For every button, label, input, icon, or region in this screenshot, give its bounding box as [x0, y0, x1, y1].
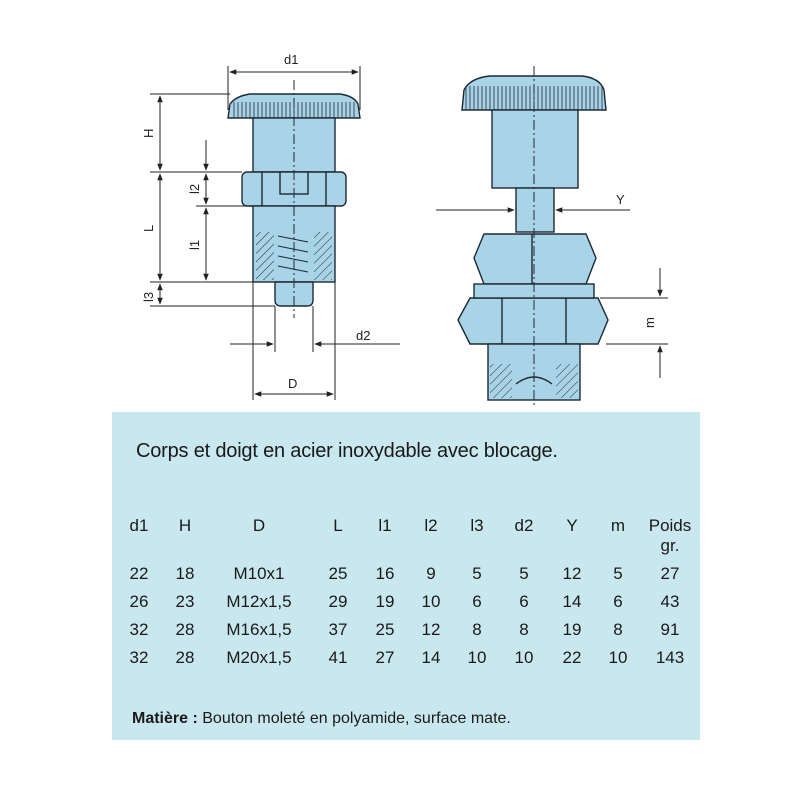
cell-D: M16x1,5 — [226, 620, 292, 639]
label-L: L — [141, 225, 156, 232]
header-l2: l2 — [424, 516, 438, 535]
header-Y: Y — [566, 516, 578, 535]
cell-Y: 12 — [562, 564, 582, 583]
cell-Y: 22 — [562, 648, 582, 667]
right-dimension-labels: Y m — [616, 192, 657, 328]
label-d2: d2 — [356, 328, 370, 343]
cell-Y: 19 — [562, 620, 582, 639]
cell-L: 37 — [328, 620, 348, 639]
header-D: D — [252, 516, 266, 535]
cell-d1: 32 — [129, 648, 149, 667]
cell-d2: 10 — [514, 648, 534, 667]
lower-hex-nut — [457, 297, 609, 345]
cell-poids: 27 — [660, 564, 680, 583]
cell-d1: 32 — [129, 620, 149, 639]
plunger-neck-right — [491, 109, 579, 189]
cell-l2: 9 — [426, 564, 436, 583]
panel-title: Corps et doigt en acier inoxydable avec … — [136, 440, 558, 462]
cell-d1: 26 — [129, 592, 149, 611]
cell-D: M20x1,5 — [226, 648, 292, 667]
cell-l2: 14 — [421, 648, 441, 667]
table-row: 26 23 M12x1,5 29 19 10 6 6 14 6 43 — [112, 588, 700, 616]
cell-m: 6 — [613, 592, 623, 611]
left-dimension-labels: d1 H l2 L l1 l3 d2 D — [141, 52, 370, 391]
cell-poids: 143 — [655, 648, 685, 667]
cell-l3: 6 — [472, 592, 482, 611]
right-view — [457, 66, 609, 408]
header-l1: l1 — [378, 516, 392, 535]
locking-shaft — [515, 187, 555, 233]
cell-d1: 22 — [129, 564, 149, 583]
label-H: H — [141, 129, 156, 138]
label-m: m — [642, 317, 657, 328]
header-d2: d2 — [514, 516, 534, 535]
material-text: Bouton moleté en polyamide, surface mate… — [197, 710, 511, 727]
cell-m: 5 — [613, 564, 623, 583]
left-view — [227, 80, 361, 318]
spec-table: d1 H D L l1 l2 l3 d2 Y m Poids gr. 22 18… — [112, 516, 700, 672]
cell-m: 8 — [613, 620, 623, 639]
label-l3: l3 — [141, 292, 156, 302]
header-d1: d1 — [129, 516, 149, 535]
cell-l2: 12 — [421, 620, 441, 639]
cell-l1: 19 — [375, 592, 395, 611]
label-l2: l2 — [187, 184, 202, 194]
cell-l1: 16 — [375, 564, 395, 583]
technical-drawing: d1 H l2 L l1 l3 d2 D — [141, 52, 668, 408]
header-L: L — [333, 516, 343, 535]
cell-l2: 10 — [421, 592, 441, 611]
right-dimensions — [436, 200, 668, 378]
table-header-row: d1 H D L l1 l2 l3 d2 Y m Poids gr. — [112, 516, 700, 560]
cell-d2: 8 — [519, 620, 529, 639]
cell-poids: 91 — [660, 620, 680, 639]
cell-D: M10x1 — [233, 564, 285, 583]
cell-H: 23 — [175, 592, 195, 611]
upper-hex-nut — [473, 233, 597, 285]
header-H: H — [178, 516, 192, 535]
label-Y: Y — [616, 192, 625, 207]
left-dimensions — [150, 66, 400, 400]
cell-H: 18 — [175, 564, 195, 583]
table-row: 32 28 M16x1,5 37 25 12 8 8 19 8 91 — [112, 616, 700, 644]
locating-pin — [274, 281, 314, 307]
cell-L: 41 — [328, 648, 348, 667]
table-row: 32 28 M20x1,5 41 27 14 10 10 22 10 143 — [112, 644, 700, 672]
cell-l3: 5 — [472, 564, 482, 583]
header-m: m — [610, 516, 626, 535]
label-D: D — [288, 376, 297, 391]
spec-panel: Corps et doigt en acier inoxydable avec … — [112, 412, 700, 740]
header-poids: Poids gr. — [648, 516, 692, 555]
cell-d2: 5 — [519, 564, 529, 583]
cell-L: 25 — [328, 564, 348, 583]
material-label: Matière : — [132, 710, 198, 727]
table-row: 22 18 M10x1 25 16 9 5 5 12 5 27 — [112, 560, 700, 588]
header-l3: l3 — [470, 516, 484, 535]
cell-l1: 27 — [375, 648, 395, 667]
label-d1: d1 — [284, 52, 298, 67]
label-l1: l1 — [187, 240, 202, 250]
material-note: Matière : Bouton moleté en polyamide, su… — [132, 710, 511, 728]
cell-H: 28 — [175, 620, 195, 639]
cell-l1: 25 — [375, 620, 395, 639]
cell-H: 28 — [175, 648, 195, 667]
cell-D: M12x1,5 — [226, 592, 292, 611]
cell-Y: 14 — [562, 592, 582, 611]
cell-l3: 10 — [467, 648, 487, 667]
cell-d2: 6 — [519, 592, 529, 611]
cell-l3: 8 — [472, 620, 482, 639]
plunger-neck — [252, 117, 336, 173]
cell-m: 10 — [608, 648, 628, 667]
cell-L: 29 — [328, 592, 348, 611]
cell-poids: 43 — [660, 592, 680, 611]
